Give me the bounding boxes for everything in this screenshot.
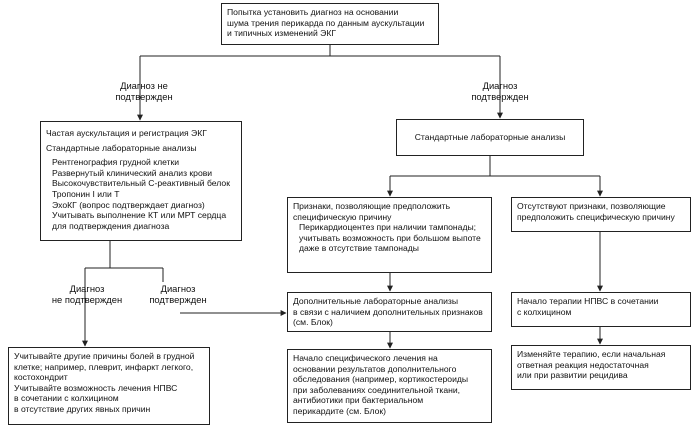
right-std-box: Стандартные лабораторные анализы [396,119,584,156]
signs-item-2: учитывать возможность при большом выпоте [299,232,481,243]
label-not-confirmed-1: Диагноз не подтвержден [104,80,184,102]
change-line-1: Изменяйте терапию, если начальная [517,349,666,359]
label-confirmed-2: Диагноз подтвержден [142,283,214,305]
left-main-item-3: Высокочувствительный С-реактивный белок [52,178,230,189]
left-main-item-2: Развернутый клинический анализ крови [52,167,213,178]
extra-labs-line-3: (см. Блок) [293,317,333,328]
specific-line-5: антибиотики при бактериальном [293,395,424,406]
signs-item-3: даже в отсутствие тампонады [299,243,419,254]
label-not-confirmed-1-line-1: Диагноз не [120,80,168,91]
label-confirmed-2-line-1: Диагноз [160,283,196,294]
extra-labs-line-1: Дополнительные лабораторные анализы [293,296,459,306]
left-bottom-box: Учитывайте другие причины болей в грудно… [8,347,210,425]
left-bottom-line-3: костохондрит [14,372,68,383]
nsaid-box: Начало терапии НПВС в сочетании с колхиц… [511,292,691,327]
left-main-item-6: Учитывать выполнение КТ или МРТ сердца [52,210,227,221]
right-std-label: Стандартные лабораторные анализы [414,132,566,143]
no-signs-box: Отсутствуют признаки, позволяющие предпо… [511,197,691,232]
nsaid-line-2: с колхицином [517,306,572,317]
specific-line-6: перикардите (см. Блок) [293,405,387,416]
change-line-2: ответная реакция недостаточная [517,359,649,370]
label-confirmed-1-line-1: Диагноз [482,80,518,91]
top-line-1: Попытка установить диагноз на основании [227,7,399,17]
left-bottom-line-2: клетке; например, плеврит, инфаркт легко… [14,361,194,372]
edge-to-extra-labs-from-left [162,268,286,313]
specific-line-4: при заболеваниях соединительной ткани, [293,384,461,395]
no-signs-line-2: предположить специфическую причину [517,211,675,222]
specific-line-1: Начало специфического лечения на [293,353,438,363]
change-line-3: или при развитии рецидива [517,370,628,381]
nsaid-line-1: Начало терапии НПВС в сочетании [517,296,659,306]
change-therapy-box: Изменяйте терапию, если начальная ответн… [511,345,691,390]
signs-box: Признаки, позволяющие предположить специ… [287,197,492,273]
left-main-item-4: Тропонин I или T [52,188,120,199]
left-main-box: Частая аускультация и регистрация ЭКГ Ст… [40,121,242,241]
label-confirmed-2-line-2: подтвержден [149,294,207,305]
left-bottom-line-4: Учитывайте возможность лечения НПВС [14,382,178,393]
label-confirmed-1: Диагноз подтвержден [460,80,540,102]
specific-treatment-box: Начало специфического лечения на основан… [287,349,492,423]
left-main-item-5: ЭхоКГ (вопрос подтверждает диагноз) [52,199,205,210]
edge-right-split [390,156,600,177]
specific-line-2: основании результатов дополнительного [293,363,457,374]
signs-head-1: Признаки, позволяющие предположить [293,201,451,211]
top-box: Попытка установить диагноз на основании … [221,3,439,45]
no-signs-line-1: Отсутствуют признаки, позволяющие [517,201,666,211]
signs-head-2: специфическую причину [293,211,392,222]
edge-top-split [140,44,500,57]
label-confirmed-1-line-2: подтвержден [471,91,529,102]
signs-item-1: Перикардиоцентез при наличии тампонады; [299,222,477,233]
left-main-item-7: для подтверждения диагноза [52,220,170,231]
left-bottom-line-1: Учитывайте другие причины болей в грудно… [14,351,195,361]
top-line-2: шума трения перикарда по данным аускульт… [227,17,425,28]
label-not-confirmed-2-line-2: не подтвержден [51,294,123,305]
left-bottom-line-6: в отсутствие других явных причин [14,403,151,414]
left-main-head-1: Частая аускультация и регистрация ЭКГ [46,128,207,138]
left-main-item-1: Рентгенография грудной клетки [52,157,180,168]
specific-line-3: обследования (например, кортикостероиды [293,374,469,385]
label-not-confirmed-2: Диагноз не подтвержден [48,283,126,305]
left-bottom-line-5: в сочетании с колхицином [14,393,119,404]
extra-labs-line-2: в связи с наличием дополнительных призна… [293,306,483,317]
left-main-head-2: Стандартные лабораторные анализы [46,142,197,153]
label-not-confirmed-1-line-2: подтвержден [115,91,173,102]
extra-labs-box: Дополнительные лабораторные анализы в св… [287,292,492,332]
edge-left-split [85,240,163,269]
top-line-3: и типичных изменений ЭКГ [227,28,336,39]
label-not-confirmed-2-line-1: Диагноз [69,283,105,294]
